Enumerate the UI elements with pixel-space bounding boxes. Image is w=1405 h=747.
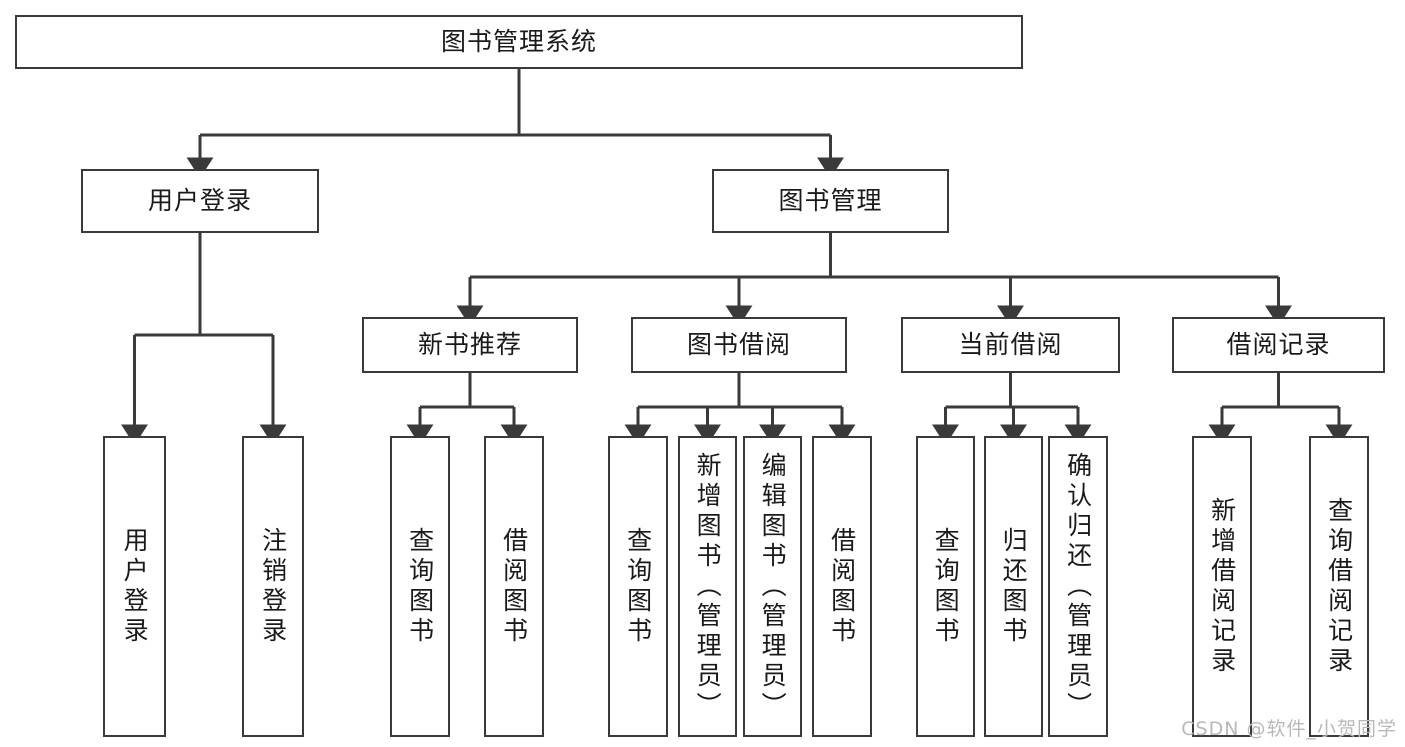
node-current-borrow[interactable]: 当前借阅 [901,317,1120,373]
leaf-leaf-add-book[interactable]: 新增图书（管理员） [678,436,737,737]
leaf-leaf-borrow-book-rec-label: 借阅图书 [499,526,529,647]
leaf-leaf-user-login[interactable]: 用户登录 [103,436,166,737]
leaf-leaf-return-book-label: 归还图书 [999,526,1029,647]
leaf-leaf-query-book-cur-label: 查询图书 [931,526,961,647]
leaf-leaf-add-record-label: 新增借阅记录 [1207,496,1237,677]
leaf-leaf-query-book-borrow[interactable]: 查询图书 [608,436,668,737]
leaf-leaf-query-record-label: 查询借阅记录 [1324,496,1354,677]
node-borrow-record-label: 借阅记录 [1226,330,1331,359]
node-book-manage[interactable]: 图书管理 [712,169,949,233]
leaf-leaf-borrow-book-rec[interactable]: 借阅图书 [484,436,544,737]
leaf-leaf-query-record[interactable]: 查询借阅记录 [1309,436,1369,737]
leaf-leaf-user-logout-label: 注销登录 [258,526,288,647]
leaf-leaf-user-login-label: 用户登录 [120,526,150,647]
leaf-leaf-query-book-cur[interactable]: 查询图书 [916,436,975,737]
node-book-manage-label: 图书管理 [778,186,883,215]
leaf-leaf-add-book-label: 新增图书（管理员） [693,451,723,722]
leaf-leaf-add-record[interactable]: 新增借阅记录 [1192,436,1252,737]
node-new-book-rec[interactable]: 新书推荐 [362,317,578,373]
leaf-leaf-borrow-book-label: 借阅图书 [827,526,857,647]
node-user-login[interactable]: 用户登录 [81,169,319,233]
leaf-leaf-query-book-rec-label: 查询图书 [405,526,435,647]
node-book-borrow-label: 图书借阅 [686,330,791,359]
leaf-leaf-user-logout[interactable]: 注销登录 [242,436,304,737]
leaf-leaf-edit-book-label: 编辑图书（管理员） [758,451,788,722]
leaf-leaf-query-book-borrow-label: 查询图书 [623,526,653,647]
node-borrow-record[interactable]: 借阅记录 [1172,317,1385,373]
node-new-book-rec-label: 新书推荐 [417,330,522,359]
leaf-leaf-query-book-rec[interactable]: 查询图书 [390,436,450,737]
leaf-leaf-edit-book[interactable]: 编辑图书（管理员） [743,436,802,737]
node-root[interactable]: 图书管理系统 [15,15,1023,69]
node-root-label: 图书管理系统 [440,27,597,56]
leaf-leaf-return-book[interactable]: 归还图书 [984,436,1043,737]
leaf-leaf-confirm-return[interactable]: 确认归还（管理员） [1048,436,1108,737]
node-book-borrow[interactable]: 图书借阅 [631,317,847,373]
leaf-leaf-confirm-return-label: 确认归还（管理员） [1063,451,1093,722]
leaf-leaf-borrow-book[interactable]: 借阅图书 [812,436,872,737]
node-user-login-label: 用户登录 [147,186,252,215]
node-current-borrow-label: 当前借阅 [958,330,1063,359]
